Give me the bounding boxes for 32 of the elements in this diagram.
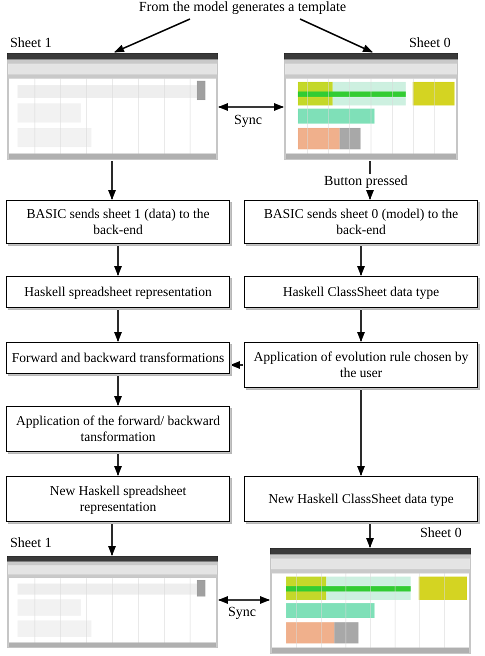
edge-label: Sync <box>232 113 264 129</box>
sheet-caption: Sheet 1 <box>10 36 52 52</box>
arrow <box>357 245 365 276</box>
process-box: Haskell ClassSheet data type <box>244 276 478 308</box>
process-box: BASIC sends sheet 0 (model) to the back-end <box>244 200 478 244</box>
process-box: BASIC sends sheet 1 (data) to the back-end <box>6 200 230 244</box>
arrow <box>108 161 116 200</box>
process-box: New Haskell ClassSheet data type <box>244 476 478 522</box>
arrow <box>108 523 116 556</box>
double-arrow <box>218 103 284 111</box>
arrow <box>357 309 365 342</box>
process-box: Forward and backward transformations <box>6 342 230 374</box>
sheet-caption: Sheet 0 <box>409 36 451 52</box>
double-arrow <box>218 596 270 604</box>
arrow <box>366 523 374 548</box>
sheet-caption: Sheet 0 <box>420 526 462 542</box>
arrow <box>114 375 122 406</box>
arrow <box>114 245 122 276</box>
process-box: Haskell spreadsheet representation <box>6 276 230 308</box>
arrow <box>114 309 122 342</box>
arrow <box>300 18 373 53</box>
heading-text: From the model generates a template <box>95 0 390 18</box>
edge-label: Button pressed <box>322 174 410 190</box>
arrow <box>114 453 122 476</box>
process-box: Application of the forward/ backward tansformation <box>6 406 230 452</box>
edge-label: Sync <box>226 605 258 621</box>
arrow <box>357 389 365 476</box>
arrow <box>230 361 243 369</box>
sheet-caption: Sheet 1 <box>10 536 52 552</box>
process-box: Application of evolution rule chosen by the user <box>244 342 478 388</box>
arrow <box>114 18 190 53</box>
process-box: New Haskell spreadsheet representation <box>6 476 230 522</box>
